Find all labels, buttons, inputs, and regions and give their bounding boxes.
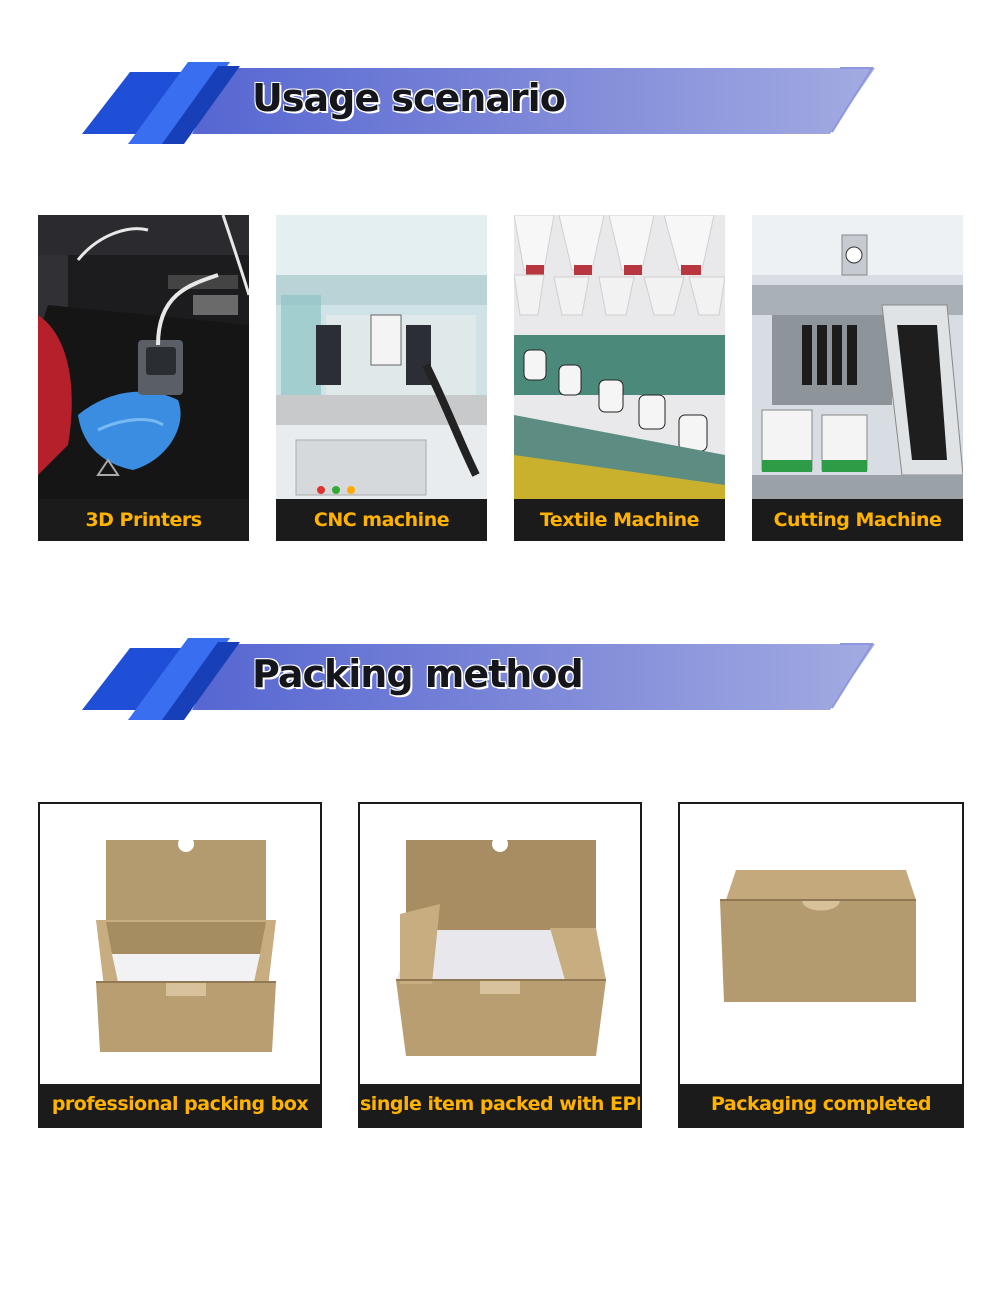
banner-graphic bbox=[82, 62, 875, 144]
packing-caption: Packaging completed bbox=[711, 1093, 932, 1115]
scenario-card-textile-machine: Textile Machine bbox=[514, 215, 725, 541]
scenario-caption: Textile Machine bbox=[539, 509, 700, 531]
packing-caption: professional packing box bbox=[51, 1093, 309, 1115]
packing-card-professional-box: professional packing box bbox=[38, 802, 322, 1128]
section-title: Usage scenario bbox=[252, 76, 566, 120]
closed-box-photo bbox=[680, 804, 962, 1084]
section-title: Packing method bbox=[252, 652, 584, 696]
packing-caption: single item packed with EPE bbox=[360, 1093, 642, 1115]
packing-card-epe: single item packed with EPE bbox=[358, 802, 642, 1128]
textile-machine-photo bbox=[514, 215, 725, 499]
scenario-card-3d-printers: 3D Printers bbox=[38, 215, 249, 541]
scenario-caption: 3D Printers bbox=[85, 509, 202, 531]
cnc-machine-photo bbox=[276, 215, 487, 499]
packing-card-completed: Packaging completed bbox=[678, 802, 964, 1128]
packing-method-banner: Packing method bbox=[80, 636, 880, 726]
scenario-caption: CNC machine bbox=[313, 509, 450, 531]
banner-graphic bbox=[82, 638, 875, 720]
open-box-photo bbox=[40, 804, 320, 1084]
3d-printer-photo bbox=[38, 215, 249, 499]
scenario-card-cnc-machine: CNC machine bbox=[276, 215, 487, 541]
cutting-machine-photo bbox=[752, 215, 963, 499]
scenario-caption: Cutting Machine bbox=[773, 509, 942, 531]
scenario-card-cutting-machine: Cutting Machine bbox=[752, 215, 963, 541]
box-with-epe-photo bbox=[360, 804, 640, 1084]
usage-scenario-banner: Usage scenario bbox=[80, 60, 880, 150]
